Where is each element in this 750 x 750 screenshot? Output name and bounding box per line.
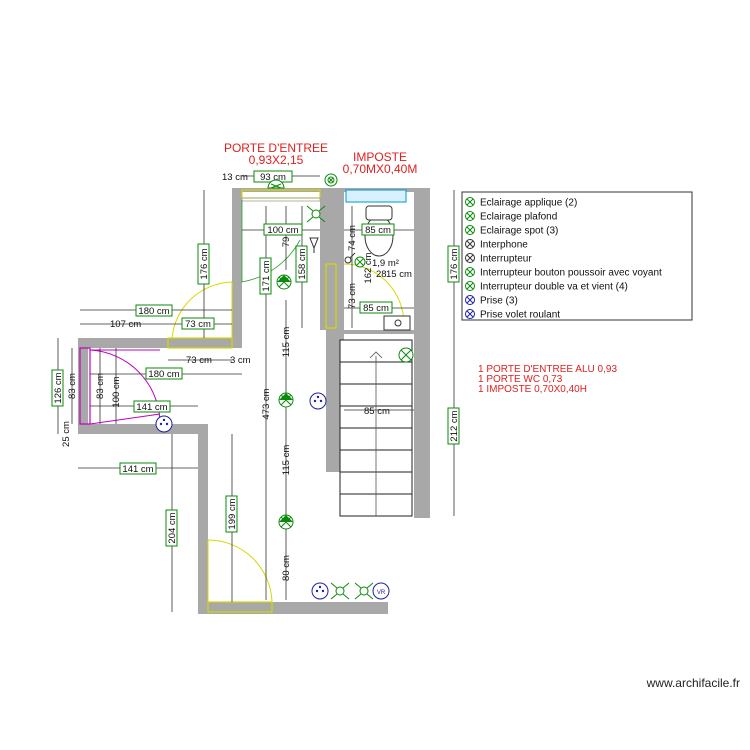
intercom-icon bbox=[465, 239, 475, 249]
dim-107: 107 cm bbox=[110, 319, 141, 330]
dim-176a: 176 cm bbox=[199, 248, 210, 279]
dim-73a: 73 cm bbox=[347, 283, 358, 309]
dim-100: 100 cm bbox=[267, 225, 298, 236]
area-label: 1,9 m² bbox=[372, 258, 399, 269]
note-line-3: 1 IMPOSTE 0,70X0,40H bbox=[478, 384, 587, 395]
dim-176b: 176 cm bbox=[449, 248, 460, 279]
double-switch-icon bbox=[354, 582, 374, 600]
dim-25: 25 cm bbox=[61, 421, 72, 447]
dim-79: 79 bbox=[281, 237, 292, 248]
dim-73b: 73 cm bbox=[185, 319, 211, 330]
watermark: www.archifacile.fr bbox=[646, 676, 740, 690]
dim-141a: 141 cm bbox=[136, 402, 167, 413]
spot-light-icon bbox=[276, 274, 292, 290]
spot-light-icon bbox=[278, 392, 294, 408]
dimension-labels: 93 cm 13 cm 100 cm 85 cm 85 cm 176 cm 17… bbox=[51, 170, 460, 581]
dim-180b: 180 cm bbox=[148, 369, 179, 380]
dim-73c: 73 cm bbox=[186, 355, 212, 366]
legend-item-label: Interphone bbox=[480, 240, 528, 251]
dim-3: 3 cm bbox=[230, 355, 251, 366]
ceiling-light-icon bbox=[465, 211, 475, 221]
note-line-2: 1 PORTE WC 0,73 bbox=[478, 374, 563, 385]
imposte-size: 0,70MX0,40M bbox=[343, 162, 418, 176]
svg-text:VR: VR bbox=[377, 590, 386, 596]
dim-204: 204 cm bbox=[167, 512, 178, 543]
switch-icon bbox=[344, 252, 356, 264]
dim-212: 212 cm bbox=[449, 410, 460, 441]
dim-473: 473 cm bbox=[261, 388, 272, 419]
dim-15: 15 cm bbox=[386, 269, 412, 280]
double-switch-icon bbox=[306, 205, 326, 223]
intercom-icon bbox=[309, 237, 319, 253]
legend-item-label: Interrupteur bbox=[480, 254, 532, 265]
legend-item-label: Eclairage spot (3) bbox=[480, 226, 558, 237]
legend: Eclairage applique (2) Eclairage plafondE… bbox=[461, 191, 693, 321]
dim-74: 74 cm bbox=[347, 225, 358, 251]
legend-item-label: Eclairage plafond bbox=[480, 212, 557, 223]
dim-83a: 83 cm bbox=[67, 373, 78, 399]
legend-item-label: Interrupteur double va et vient (4) bbox=[480, 282, 628, 293]
socket-icon bbox=[311, 582, 329, 600]
dim-13: 13 cm bbox=[222, 172, 248, 183]
dim-85c: 85 cm bbox=[364, 406, 390, 417]
dim-115b: 115 cm bbox=[281, 445, 292, 476]
electrical-symbols: VR bbox=[155, 173, 414, 600]
spot-light-icon bbox=[278, 514, 294, 530]
double-switch-icon bbox=[465, 281, 475, 291]
dimension-lines bbox=[57, 175, 455, 612]
shutter-socket-icon bbox=[465, 309, 475, 319]
dim-93: 93 cm bbox=[260, 172, 286, 183]
push-button-switch-icon bbox=[465, 267, 475, 277]
dim-85a: 85 cm bbox=[365, 225, 391, 236]
push-button-switch-icon bbox=[324, 173, 338, 187]
dim-171: 171 cm bbox=[261, 260, 272, 291]
socket-icon bbox=[465, 295, 475, 305]
dim-80: 80 cm bbox=[281, 555, 292, 581]
dim-85b: 85 cm bbox=[363, 303, 389, 314]
dim-162: 162 cm bbox=[363, 252, 374, 283]
dim-126: 126 cm bbox=[53, 372, 64, 403]
dim-100b: 100 cm bbox=[111, 376, 122, 407]
ceiling-light-icon bbox=[398, 347, 414, 363]
note-line-1: 1 PORTE D'ENTREE ALU 0,93 bbox=[478, 364, 617, 375]
socket-icon bbox=[309, 392, 327, 410]
staircase bbox=[339, 339, 413, 517]
porte-entree-size: 0,93X2,15 bbox=[249, 153, 304, 167]
legend-item-label: Prise volet roulant bbox=[480, 310, 560, 321]
porte-entree-title: PORTE D'ENTREE bbox=[224, 141, 328, 155]
shutter-socket-icon: VR bbox=[372, 582, 390, 600]
dim-180a: 180 cm bbox=[138, 306, 169, 317]
dim-115a: 115 cm bbox=[281, 327, 292, 358]
dim-141b: 141 cm bbox=[122, 464, 153, 475]
dim-28: 28 bbox=[376, 269, 387, 280]
legend-item-label: Eclairage applique (2) bbox=[480, 198, 577, 209]
dim-199: 199 cm bbox=[227, 498, 238, 529]
wall-light-icon bbox=[465, 197, 475, 207]
legend-item-label: Interrupteur bouton poussoir avec voyant bbox=[480, 268, 662, 279]
legend-item-label: Prise (3) bbox=[480, 296, 518, 307]
dim-83b: 83 cm bbox=[95, 373, 106, 399]
wall-light-icon bbox=[354, 256, 366, 268]
double-switch-icon bbox=[330, 582, 350, 600]
spot-light-icon bbox=[465, 225, 475, 235]
switch-icon bbox=[465, 253, 475, 263]
wall-light-icon bbox=[267, 179, 285, 189]
imposte-title: IMPOSTE bbox=[353, 150, 407, 164]
socket-icon bbox=[155, 415, 173, 433]
dim-158: 158 cm bbox=[297, 248, 308, 279]
